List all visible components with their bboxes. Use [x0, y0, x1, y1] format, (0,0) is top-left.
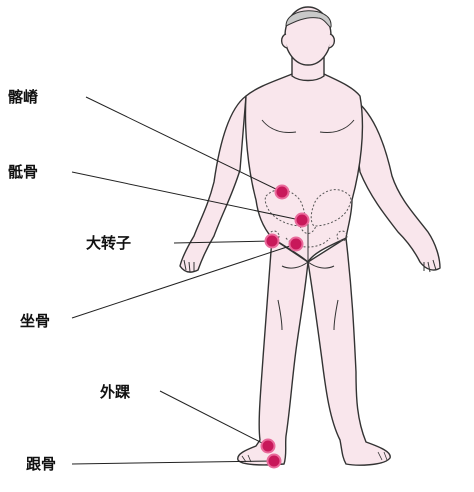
marker-sacrum	[294, 212, 310, 228]
ear-left	[280, 33, 288, 49]
label-ischium: 坐骨	[20, 312, 51, 330]
left-arm	[179, 95, 247, 273]
marker-calcaneus	[266, 453, 282, 469]
label-greater-trochanter: 大转子	[86, 234, 132, 252]
right-leg	[307, 237, 391, 466]
label-sacrum: 骶骨	[8, 163, 39, 181]
label-calcaneus: 跟骨	[26, 455, 57, 473]
leader-ischium	[71, 243, 297, 319]
leader-calcaneus	[71, 460, 275, 465]
leader-lines	[71, 96, 301, 465]
marker-lateral-malleolus	[260, 438, 276, 454]
leader-sacrum	[71, 171, 301, 221]
fingers	[183, 259, 437, 273]
label-lateral-malleolus: 外踝	[100, 383, 131, 401]
body-lines	[261, 119, 355, 331]
marker-greater-trochanter	[264, 233, 280, 249]
hair	[285, 10, 332, 28]
body-outline	[179, 6, 441, 466]
left-leg	[237, 237, 309, 466]
torso	[244, 73, 364, 263]
ear-right	[328, 33, 336, 49]
pressure-markers	[260, 184, 310, 469]
marker-iliac-crest	[274, 184, 290, 200]
marker-ischium	[288, 236, 304, 252]
leader-greater-trochanter	[173, 240, 273, 244]
leader-iliac-crest	[85, 96, 283, 193]
right-arm	[349, 95, 441, 271]
leader-lateral-malleolus	[159, 390, 269, 447]
label-iliac-crest: 髂嵴	[8, 88, 39, 106]
